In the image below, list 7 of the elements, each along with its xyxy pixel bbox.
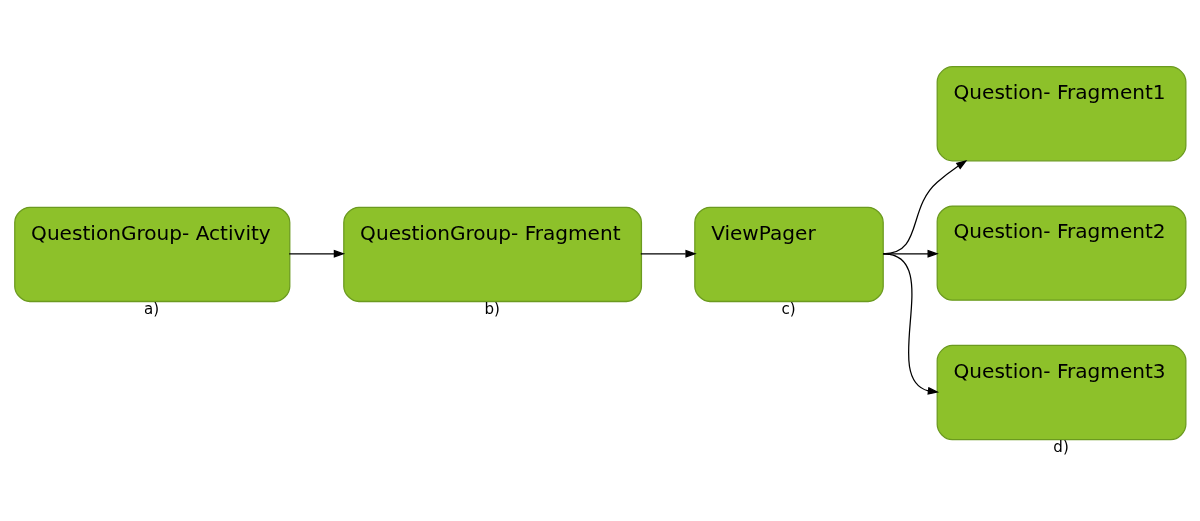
arrow — [882, 252, 940, 395]
node-label: a) — [144, 299, 160, 318]
node-label: d) — [1053, 437, 1069, 456]
arrow — [288, 249, 346, 258]
arrow — [640, 249, 697, 258]
node-label: b) — [484, 299, 500, 318]
node-label: c) — [781, 299, 796, 318]
